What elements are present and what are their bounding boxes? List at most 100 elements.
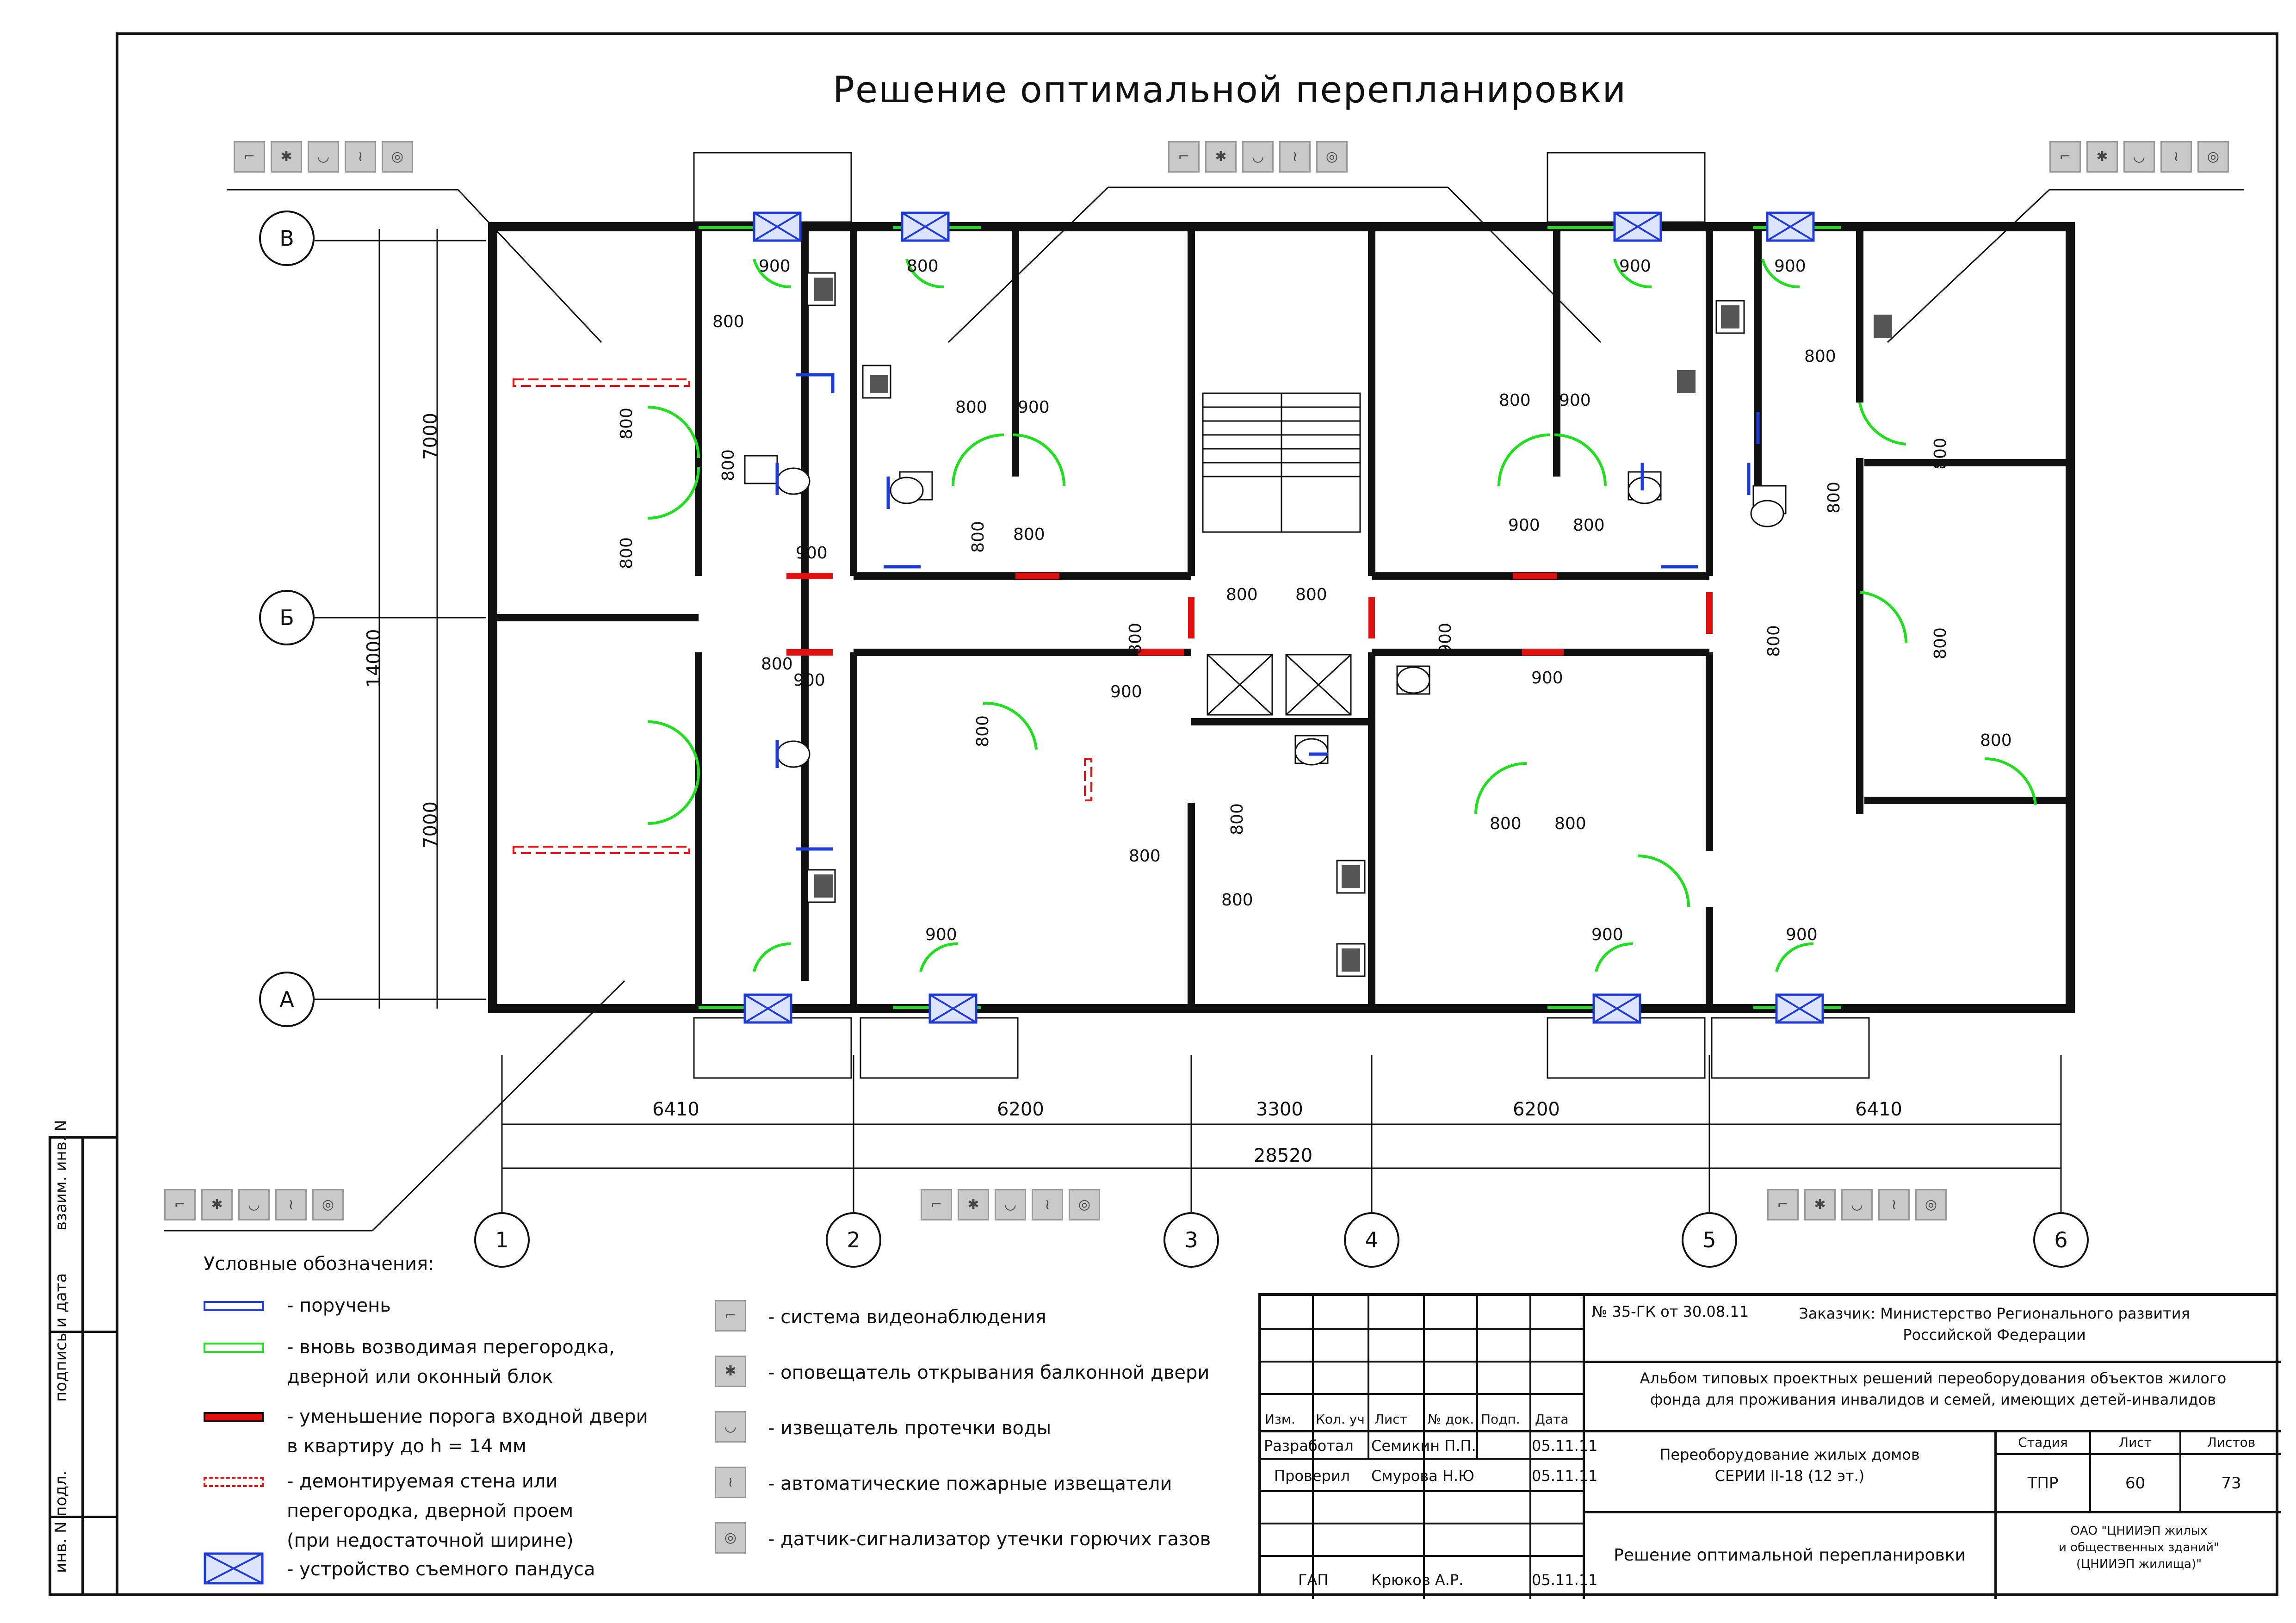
- fire-detector-icon: ≀: [715, 1467, 746, 1498]
- dim-7000-bottom: 7000: [420, 801, 441, 849]
- gas-detector-icon: ◎: [382, 141, 413, 173]
- legend-label-partition: - вновь возводимая перегородка, дверной …: [287, 1337, 615, 1388]
- water-leak-icon: ◡: [715, 1411, 746, 1443]
- door-label: 800: [1554, 814, 1586, 833]
- door-label: 800: [1295, 585, 1327, 604]
- axis-bubble-v: В: [259, 211, 315, 266]
- legend-heading: Условные обозначения:: [204, 1253, 434, 1275]
- axis-bubble-4: 4: [1344, 1212, 1399, 1268]
- door-label: 800: [1980, 731, 2012, 750]
- door-label: 800: [1931, 438, 1950, 470]
- dim-14000: 14000: [363, 629, 385, 688]
- drawing-frame: [116, 32, 2278, 1596]
- camera-icon: ⌐: [1767, 1189, 1799, 1220]
- door-label: 900: [1110, 682, 1142, 701]
- stamp-sheet-header: Лист: [2119, 1435, 2152, 1450]
- camera-icon: ⌐: [164, 1189, 196, 1220]
- door-label: 900: [925, 925, 957, 944]
- water-leak-icon: ◡: [1242, 141, 1274, 173]
- stamp-album: Альбом типовых проектных решений переобо…: [1640, 1369, 2227, 1408]
- fire-detector-icon: ≀: [1032, 1189, 1063, 1220]
- stamp-col-izm: Изм.: [1265, 1412, 1295, 1427]
- page-title: Решение оптимальной перепланировки: [833, 69, 1627, 111]
- stamp-sheet-value: 60: [2125, 1474, 2146, 1493]
- door-label: 900: [1559, 391, 1591, 410]
- legend-label-ramp: - устройство съемного пандуса: [287, 1559, 595, 1580]
- door-label: 800: [968, 521, 988, 553]
- door-label: 900: [1774, 257, 1806, 276]
- balcony-alarm-icon: ✱: [271, 141, 302, 173]
- door-label: 800: [1573, 516, 1605, 535]
- door-label: 800: [1490, 814, 1522, 833]
- door-label: 900: [1508, 516, 1540, 535]
- axis-bubble-a: А: [259, 972, 315, 1027]
- door-label: 800: [712, 312, 744, 331]
- door-label: 800: [1227, 803, 1247, 835]
- side-stamp: [49, 1136, 116, 1596]
- stamp-col-kol: Кол. уч: [1316, 1412, 1365, 1427]
- water-leak-icon: ◡: [995, 1189, 1026, 1220]
- fire-detector-icon: ≀: [1878, 1189, 1910, 1220]
- camera-icon: ⌐: [234, 141, 265, 173]
- door-label: 900: [1786, 925, 1818, 944]
- fire-detector-icon: ≀: [275, 1189, 307, 1220]
- gas-detector-icon: ◎: [312, 1189, 344, 1220]
- dim-total: 28520: [1254, 1145, 1313, 1166]
- door-label: 800: [617, 537, 636, 569]
- door-label: 800: [973, 715, 992, 747]
- axis-bubble-3: 3: [1163, 1212, 1219, 1268]
- stamp-col-list: Лист: [1374, 1412, 1407, 1427]
- door-label: 800: [617, 408, 636, 440]
- stamp-date-1: 05.11.11: [1532, 1467, 1598, 1485]
- dim-span-5: 6410: [1855, 1099, 1902, 1120]
- gas-detector-icon: ◎: [715, 1522, 746, 1554]
- legend-label-water: - извещатель протечки воды: [768, 1418, 1052, 1439]
- stamp-role-1: Проверил: [1274, 1467, 1350, 1485]
- stamp-role-2: ГАП: [1298, 1571, 1329, 1589]
- gas-detector-icon: ◎: [2197, 141, 2229, 173]
- door-label: 800: [1129, 847, 1161, 866]
- door-label: 900: [796, 544, 828, 563]
- gas-detector-icon: ◎: [1069, 1189, 1100, 1220]
- legend-swatch-demolition: [204, 1477, 264, 1487]
- door-label: 900: [1018, 398, 1050, 417]
- stamp-date-2: 05.11.11: [1532, 1571, 1598, 1589]
- fire-detector-icon: ≀: [2160, 141, 2192, 173]
- axis-bubble-5: 5: [1682, 1212, 1737, 1268]
- axis-bubble-b: Б: [259, 590, 315, 645]
- door-label: 800: [1764, 625, 1783, 657]
- door-label: 800: [1126, 623, 1145, 655]
- camera-icon: ⌐: [715, 1300, 746, 1332]
- dim-7000-top: 7000: [420, 413, 441, 460]
- gas-detector-icon: ◎: [1915, 1189, 1947, 1220]
- axis-bubble-6: 6: [2033, 1212, 2089, 1268]
- door-label: 800: [1804, 347, 1836, 366]
- stamp-name-0: Семикин П.П.: [1371, 1437, 1476, 1455]
- fire-detector-icon: ≀: [1279, 141, 1311, 173]
- stamp-project: Переоборудование жилых домов СЕРИИ II-18…: [1659, 1446, 1920, 1485]
- door-label: 800: [718, 449, 738, 481]
- balcony-alarm-icon: ✱: [1205, 141, 1237, 173]
- legend-label-gas: - датчик-сигнализатор утечки горючих газ…: [768, 1529, 1211, 1550]
- fire-detector-icon: ≀: [345, 141, 376, 173]
- water-leak-icon: ◡: [1841, 1189, 1873, 1220]
- stamp-contract: № 35-ГК от 30.08.11: [1592, 1303, 1749, 1320]
- camera-icon: ⌐: [921, 1189, 952, 1220]
- stamp-sheets-value: 73: [2221, 1474, 2241, 1493]
- axis-bubble-2: 2: [826, 1212, 881, 1268]
- legend-swatch-threshold: [204, 1412, 264, 1422]
- water-leak-icon: ◡: [238, 1189, 270, 1220]
- door-label: 800: [907, 257, 939, 276]
- stamp-sheets-header: Листов: [2207, 1435, 2256, 1450]
- stamp-col-sign: Подп.: [1481, 1412, 1520, 1427]
- stamp-col-doc: № док.: [1428, 1412, 1474, 1427]
- legend-label-handrail: - поручень: [287, 1295, 391, 1316]
- water-leak-icon: ◡: [2123, 141, 2155, 173]
- legend-label-camera: - система видеонаблюдения: [768, 1307, 1046, 1328]
- dim-span-3: 3300: [1256, 1099, 1303, 1120]
- door-label: 800: [761, 655, 793, 674]
- balcony-alarm-icon: ✱: [958, 1189, 989, 1220]
- legend-swatch-partition: [204, 1343, 264, 1353]
- door-label: 900: [1531, 669, 1563, 688]
- dim-span-2: 6200: [997, 1099, 1044, 1120]
